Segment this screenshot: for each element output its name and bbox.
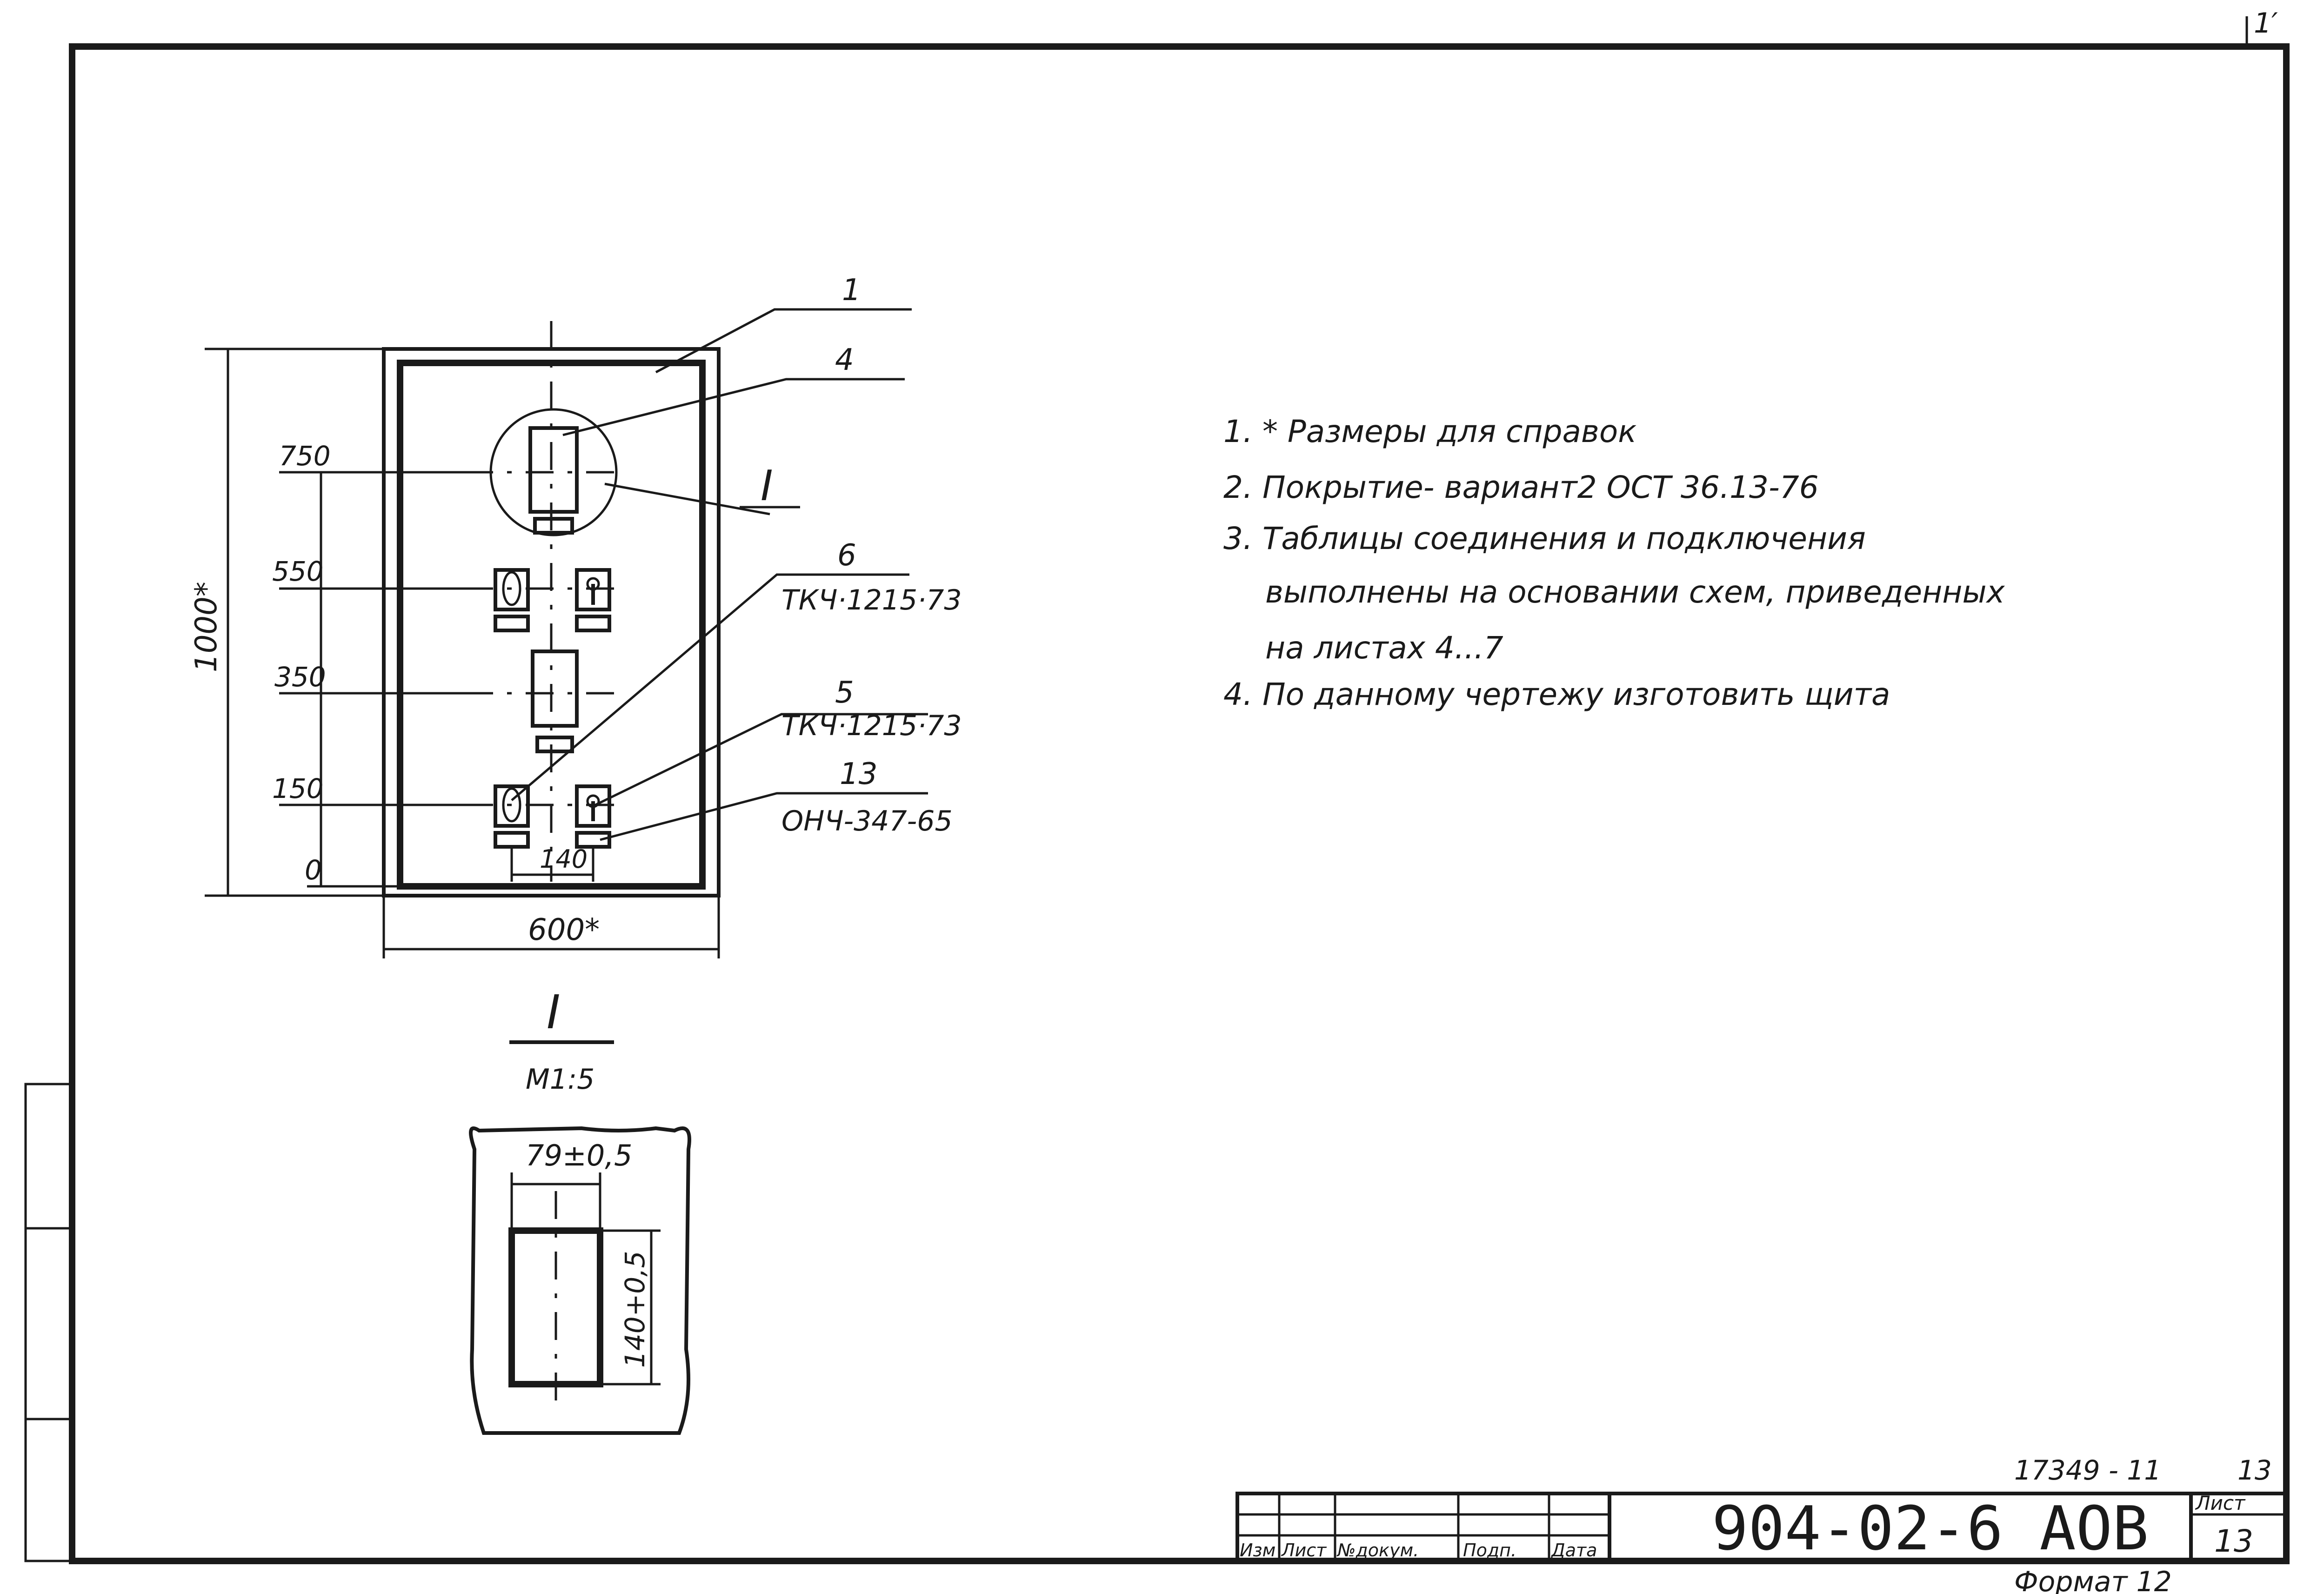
leader-label-6: 6	[837, 538, 856, 573]
note-3-end: на листах 4...7	[1265, 630, 1503, 666]
detail-title: I	[547, 985, 561, 1039]
col-list: Лист	[1281, 1540, 1327, 1561]
corner-mark: 1′	[2254, 7, 2278, 40]
detail-width-dim: 79±0,5	[526, 1139, 632, 1172]
note-3-cont: выполнены на основании схем, приведенных	[1265, 574, 2005, 610]
height-total: 1000*	[189, 582, 224, 672]
height-550: 550	[272, 556, 324, 587]
height-750: 750	[279, 440, 331, 472]
col-sign: Подп.	[1463, 1540, 1516, 1561]
height-350: 350	[274, 661, 326, 693]
leader-code-13: ОНЧ-347-65	[781, 805, 953, 837]
panel-front-view	[382, 321, 721, 897]
leader-code-6: ТКЧ·1215·73	[781, 584, 962, 616]
title-block	[1235, 1492, 2288, 1563]
sheet-number: 13	[2214, 1523, 2253, 1559]
detail-scale: М1:5	[526, 1063, 594, 1096]
col-izm: Изм	[1240, 1540, 1276, 1561]
col-date: Дата	[1550, 1540, 1597, 1561]
page-number-top: 13	[2237, 1454, 2272, 1486]
note-1: 1. * Размеры для справок	[1223, 414, 1636, 449]
col-doc: №докум.	[1336, 1540, 1419, 1561]
note-4: 4. По данному чертежу изготовить щита	[1223, 676, 1890, 712]
detail-callout: I	[761, 462, 773, 510]
detail-view	[469, 1126, 691, 1435]
detail-height-dim: 140+0,5	[619, 1251, 651, 1368]
spacing-140: 140	[540, 844, 588, 874]
leader-code-5: ТКЧ·1215·73	[781, 710, 962, 742]
note-3: 3. Таблицы соединения и подключения	[1223, 521, 1866, 556]
format-label: Формат 12	[2014, 1566, 2172, 1594]
height-150: 150	[272, 773, 324, 804]
dimension-lines	[205, 348, 720, 958]
leader-lines	[511, 308, 928, 841]
note-2: 2. Покрытие- вариант2 ОСТ 36.13-76	[1223, 469, 1819, 505]
notes: 1. * Размеры для справок 2. Покрытие- ва…	[1223, 414, 2005, 712]
inv-number: 17349 - 11	[2014, 1454, 2161, 1486]
leader-label-4: 4	[835, 343, 854, 377]
sheet-label: Лист	[2195, 1492, 2246, 1514]
sheet-frame	[24, 16, 2290, 1564]
leader-label-1: 1	[842, 273, 861, 308]
leader-label-5: 5	[835, 676, 854, 710]
height-0: 0	[305, 854, 322, 886]
drawing-code: 904-02-6 АОВ	[1712, 1493, 2149, 1564]
leader-label-13: 13	[840, 757, 877, 791]
width-total: 600*	[528, 913, 600, 947]
